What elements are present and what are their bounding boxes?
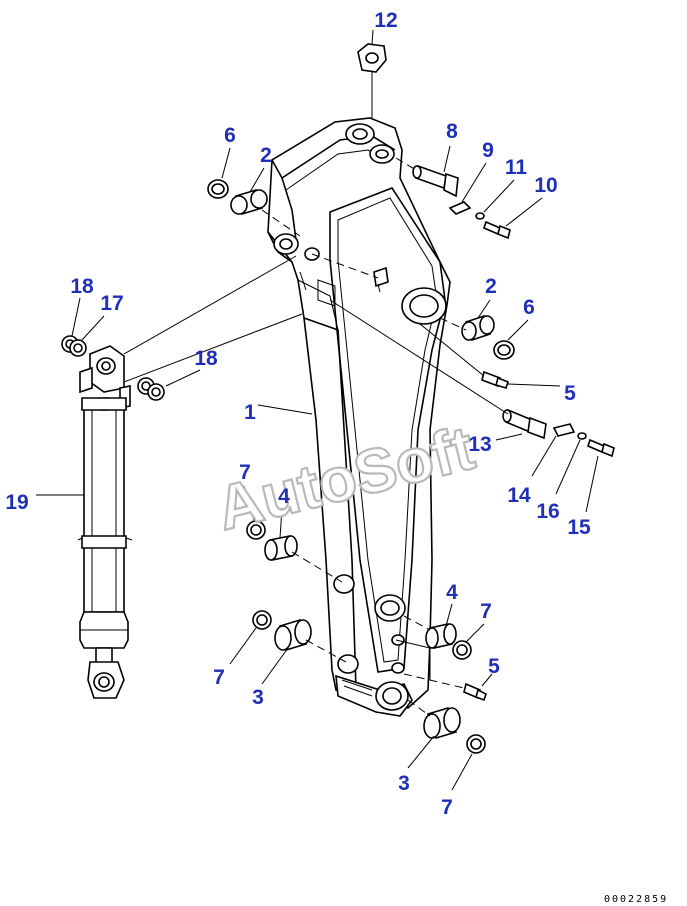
part-7-seal-right (452, 640, 472, 660)
callout-c10: 10 (534, 174, 557, 197)
part-8-pin (412, 164, 459, 198)
callout-c7b: 7 (480, 600, 492, 623)
part-6-seal-top (207, 179, 229, 199)
part-11-washer (475, 212, 485, 220)
part-15-bolt (587, 438, 615, 458)
callout-c5b: 5 (488, 655, 500, 678)
part-4-bushing-left (264, 535, 298, 561)
boom-body (267, 117, 451, 717)
callout-c4a: 4 (278, 485, 290, 508)
callout-c14: 14 (507, 484, 531, 507)
callout-c17: 17 (100, 292, 123, 315)
part-14-plate (552, 423, 576, 437)
part-3-bushing-left (274, 618, 312, 652)
part-2-bushing-mid (461, 314, 495, 342)
assembly-lines (123, 157, 509, 717)
part-5-fitting-lower (463, 682, 487, 702)
callout-c7a: 7 (239, 461, 251, 484)
callout-c9: 9 (482, 139, 494, 162)
callout-c12: 12 (374, 9, 397, 32)
callout-c15: 15 (567, 516, 591, 539)
callout-c16: 16 (536, 500, 559, 523)
callout-c7c: 7 (213, 666, 225, 689)
callout-c4b: 4 (446, 581, 458, 604)
part-18-washers-right (137, 377, 165, 401)
callout-c5a: 5 (564, 382, 576, 405)
callout-c6a: 6 (224, 124, 236, 147)
part-9-plate (448, 201, 472, 215)
part-4-bushing-right (425, 623, 457, 649)
callout-c18a: 18 (70, 275, 94, 298)
leader-lines (36, 29, 599, 791)
callout-c18b: 18 (194, 347, 218, 370)
part-6-seal-mid (493, 340, 515, 360)
part-16-washer (577, 432, 587, 440)
part-3-bushing-bottom (423, 707, 461, 739)
callout-c3b: 3 (398, 772, 410, 795)
part-12-shim (357, 43, 387, 73)
callout-c7d: 7 (441, 796, 453, 819)
callout-c2b: 2 (485, 275, 497, 298)
part-2-bushing-top (230, 189, 268, 215)
callout-c6b: 6 (523, 296, 535, 319)
callout-c11: 11 (505, 156, 528, 179)
callout-c8: 8 (446, 120, 458, 143)
part-18-17-washers (61, 335, 87, 357)
part-7-seal-left (246, 520, 266, 540)
callout-c3a: 3 (252, 686, 264, 709)
part-19-cylinder (77, 345, 133, 699)
part-7-seal-bottom (466, 734, 486, 754)
part-13-pin (502, 408, 547, 440)
callout-c19: 19 (5, 491, 28, 514)
part-7-seal-left-lower (252, 610, 272, 630)
callout-c13: 13 (468, 433, 491, 456)
reference-code: 00022859 (604, 894, 668, 905)
part-5-fitting-upper (481, 370, 509, 389)
part-10-bolt (483, 220, 511, 240)
callout-c2a: 2 (260, 144, 272, 167)
callout-c1: 1 (244, 401, 256, 424)
